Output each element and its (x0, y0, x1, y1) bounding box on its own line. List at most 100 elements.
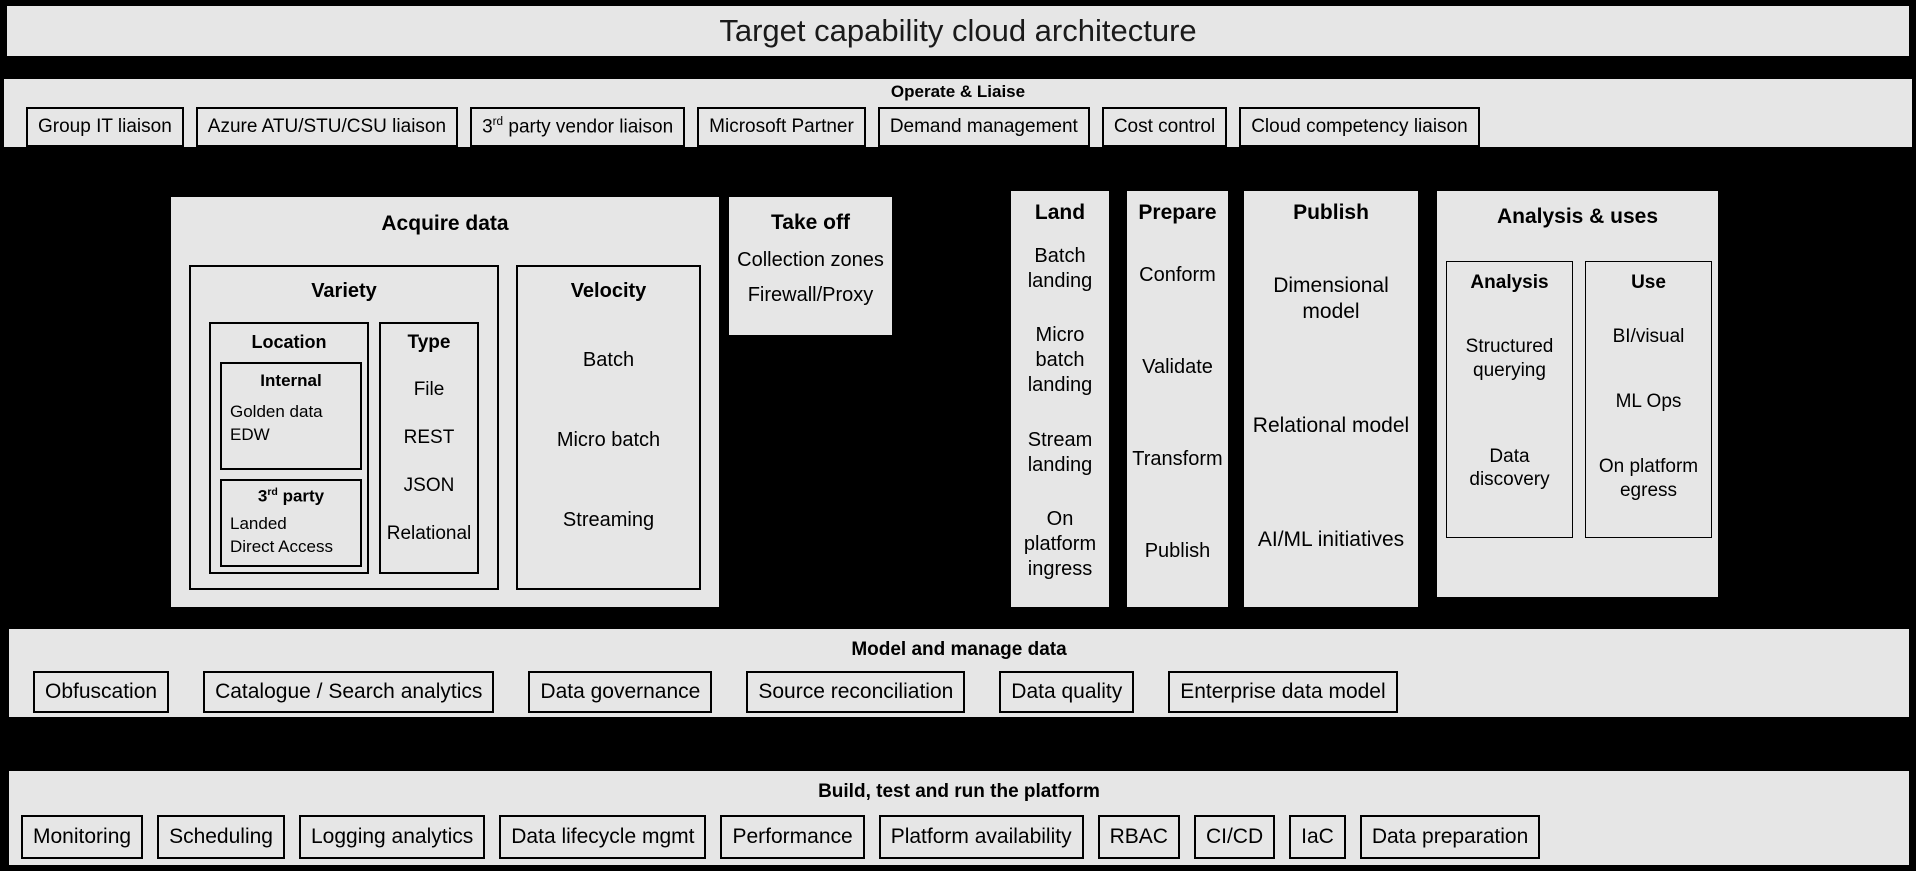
land-heading: Land (1034, 201, 1086, 224)
velocity-item: Streaming (562, 508, 655, 531)
build-test-run-platform-heading: Build, test and run the platform (818, 781, 1100, 802)
internal-item: EDW (230, 424, 270, 444)
analysis-subpanel: Analysis Structured querying Data discov… (1446, 261, 1573, 538)
publish-item: Relational model (1252, 413, 1410, 437)
land-item: Stream landing (1027, 428, 1093, 476)
publish-heading: Publish (1293, 201, 1369, 224)
analysis-heading: Analysis (1470, 272, 1549, 293)
third-party-heading-prefix: 3 (257, 486, 268, 506)
chip-data-lifecycle-mgmt[interactable]: Data lifecycle mgmt (499, 815, 707, 859)
chip-cost-control[interactable]: Cost control (1101, 107, 1228, 147)
chip-third-party-vendor-liaison[interactable]: 3rd party vendor liaison (470, 107, 686, 147)
operate-and-liaise-heading: Operate & Liaise (890, 82, 1026, 101)
internal-item: Golden data (230, 402, 323, 421)
chip-microsoft-partner[interactable]: Microsoft Partner (697, 107, 866, 147)
chip-ci-cd[interactable]: CI/CD (1193, 815, 1276, 859)
chip-obfuscation[interactable]: Obfuscation (33, 671, 170, 713)
location-heading: Location (251, 332, 327, 352)
velocity-item: Micro batch (556, 428, 661, 451)
prepare-heading: Prepare (1138, 201, 1217, 224)
prepare-item: Transform (1132, 447, 1223, 470)
take-off-items: Collection zones Firewall/Proxy (729, 235, 892, 335)
diagram-title-bar: Target capability cloud architecture (6, 5, 1910, 57)
chip-third-party-prefix: 3 (482, 116, 493, 138)
chip-demand-management[interactable]: Demand management (877, 107, 1090, 147)
velocity-panel: Velocity Batch Micro batch Streaming (516, 265, 701, 590)
velocity-item: Batch (582, 349, 635, 372)
type-items: File REST JSON Relational (381, 354, 477, 572)
third-party-item: Direct Access (230, 536, 333, 556)
velocity-heading: Velocity (570, 280, 647, 302)
model-and-manage-data-heading: Model and manage data (851, 639, 1067, 660)
variety-panel: Variety Location Internal Golden data ED… (189, 265, 499, 590)
operate-and-liaise-items: Group IT liaison Azure ATU/STU/CSU liais… (4, 107, 1912, 147)
chip-enterprise-data-model[interactable]: Enterprise data model (1168, 671, 1398, 713)
use-item: On platform egress (1598, 455, 1699, 501)
chip-iac[interactable]: IaC (1289, 815, 1346, 859)
third-party-item: Landed (230, 513, 287, 533)
chip-data-governance[interactable]: Data governance (528, 671, 713, 713)
chip-third-party-ordinal: rd (492, 115, 504, 129)
publish-panel: Publish Dimensional model Relational mod… (1243, 190, 1419, 608)
third-party-heading: 3rd party (222, 486, 360, 507)
chip-rbac[interactable]: RBAC (1097, 815, 1180, 859)
use-subpanel: Use BI/visual ML Ops On platform egress (1585, 261, 1712, 538)
internal-heading: Internal (260, 371, 322, 390)
acquire-data-heading: Acquire data (381, 212, 509, 235)
internal-items: Golden data EDW (222, 391, 360, 447)
use-items: BI/visual ML Ops On platform egress (1586, 294, 1711, 537)
chip-catalogue-search-analytics[interactable]: Catalogue / Search analytics (203, 671, 495, 713)
land-item: Micro batch landing (1027, 324, 1093, 397)
type-heading: Type (407, 332, 451, 353)
chip-platform-availability[interactable]: Platform availability (878, 815, 1084, 859)
type-panel: Type File REST JSON Relational (379, 322, 479, 574)
analysis-and-uses-heading: Analysis & uses (1496, 205, 1659, 228)
publish-item: AI/ML initiatives (1257, 527, 1405, 551)
prepare-item: Conform (1139, 263, 1216, 286)
chip-logging-analytics[interactable]: Logging analytics (298, 815, 486, 859)
chip-cloud-competency-liaison[interactable]: Cloud competency liaison (1239, 107, 1480, 147)
chip-group-it-liaison[interactable]: Group IT liaison (26, 107, 184, 147)
take-off-panel: Take off Collection zones Firewall/Proxy (728, 196, 893, 336)
chip-data-preparation[interactable]: Data preparation (1359, 815, 1541, 859)
land-items: Batch landing Micro batch landing Stream… (1011, 225, 1109, 607)
chip-scheduling[interactable]: Scheduling (157, 815, 285, 859)
type-item: File (413, 379, 445, 400)
chip-azure-liaison[interactable]: Azure ATU/STU/CSU liaison (195, 107, 459, 147)
variety-heading: Variety (311, 280, 377, 302)
analysis-item: Structured querying (1465, 336, 1554, 381)
use-item: ML Ops (1615, 390, 1682, 412)
publish-item: Dimensional model (1273, 273, 1389, 324)
page-title: Target capability cloud architecture (719, 13, 1197, 48)
land-item: Batch landing (1027, 244, 1093, 292)
chip-monitoring[interactable]: Monitoring (21, 815, 144, 859)
third-party-items: Landed Direct Access (222, 507, 360, 559)
type-item: Relational (386, 523, 472, 544)
chip-performance[interactable]: Performance (720, 815, 865, 859)
take-off-item: Firewall/Proxy (747, 284, 874, 306)
model-and-manage-data-items: Obfuscation Catalogue / Search analytics… (9, 671, 1909, 713)
operate-and-liaise-panel: Operate & Liaise Group IT liaison Azure … (3, 78, 1913, 148)
prepare-item: Publish (1144, 539, 1211, 562)
third-party-heading-suffix: party (277, 486, 325, 506)
analysis-item: Data discovery (1469, 445, 1550, 491)
publish-items: Dimensional model Relational model AI/ML… (1244, 225, 1418, 607)
chip-third-party-suffix: party vendor liaison (503, 116, 674, 138)
type-item: JSON (403, 475, 455, 496)
take-off-item: Collection zones (737, 249, 884, 271)
third-party-heading-ordinal: rd (267, 486, 278, 498)
chip-source-reconciliation[interactable]: Source reconciliation (746, 671, 966, 713)
acquire-data-panel: Acquire data Variety Location Internal G… (170, 196, 720, 608)
chip-data-quality[interactable]: Data quality (999, 671, 1135, 713)
velocity-items: Batch Micro batch Streaming (518, 303, 699, 588)
prepare-panel: Prepare Conform Validate Transform Publi… (1126, 190, 1229, 608)
take-off-heading: Take off (771, 211, 850, 234)
build-test-run-platform-panel: Build, test and run the platform Monitor… (8, 770, 1910, 866)
analysis-and-uses-panel: Analysis & uses Analysis Structured quer… (1436, 190, 1719, 598)
location-panel: Location Internal Golden data EDW 3rd pa… (209, 322, 369, 574)
prepare-items: Conform Validate Transform Publish (1127, 225, 1228, 607)
type-item: REST (403, 427, 455, 448)
build-test-run-platform-items: Monitoring Scheduling Logging analytics … (9, 815, 1909, 859)
third-party-panel: 3rd party Landed Direct Access (220, 479, 362, 567)
use-item: BI/visual (1612, 325, 1685, 347)
